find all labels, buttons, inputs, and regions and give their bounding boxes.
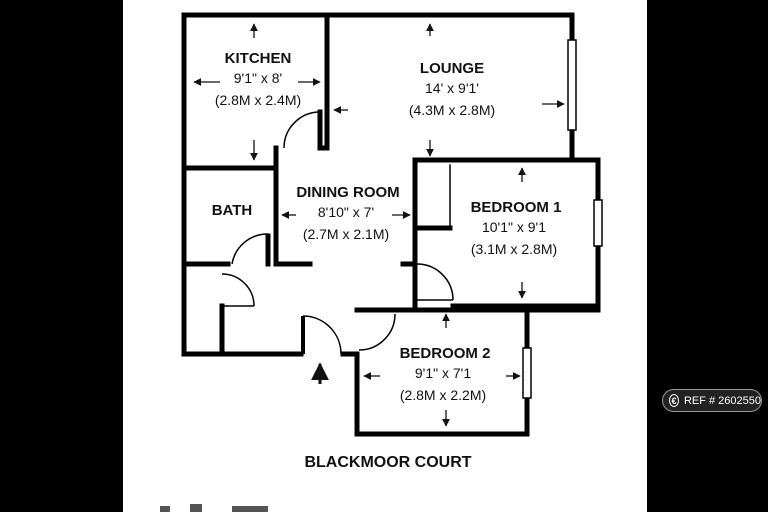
reference-number: REF # 2602550 bbox=[683, 394, 761, 407]
bedroom1-door bbox=[416, 263, 454, 301]
lounge-window bbox=[567, 39, 577, 131]
kitchen-door bbox=[283, 111, 321, 149]
bedroom2-door bbox=[358, 313, 396, 351]
dimension-arrows bbox=[193, 23, 565, 427]
bedroom1-window bbox=[593, 199, 603, 247]
room-lounge: LOUNGE 14' x 9'1' (4.3M x 2.8M) bbox=[409, 60, 495, 118]
room-dining: DINING ROOM 8'10" x 7' (2.7M x 2.1M) bbox=[296, 184, 399, 242]
closet-door bbox=[221, 273, 255, 307]
bath-door bbox=[231, 233, 269, 265]
kitchen-name: KITCHEN bbox=[225, 50, 292, 67]
kitchen-imperial: 9'1" x 8' bbox=[234, 70, 282, 86]
room-bath: BATH bbox=[212, 202, 253, 219]
bedroom1-metric: (3.1M x 2.8M) bbox=[471, 241, 557, 257]
doors bbox=[221, 111, 454, 355]
floorplan-sheet bbox=[123, 0, 647, 512]
reference-badge[interactable]: € REF # 2602550 bbox=[662, 389, 762, 412]
bedroom2-window bbox=[522, 347, 532, 399]
bedroom2-imperial: 9'1" x 7'1 bbox=[415, 365, 471, 381]
windows bbox=[522, 39, 603, 399]
kitchen-metric: (2.8M x 2.4M) bbox=[215, 92, 301, 108]
building-caption: BLACKMOOR COURT bbox=[304, 454, 471, 471]
logo-fragment bbox=[160, 504, 268, 512]
dining-metric: (2.7M x 2.1M) bbox=[303, 226, 389, 242]
entrance-door bbox=[302, 315, 342, 355]
room-bedroom2: BEDROOM 2 9'1" x 7'1 (2.8M x 2.2M) bbox=[400, 345, 491, 403]
bedroom1-name: BEDROOM 1 bbox=[471, 199, 562, 216]
dining-imperial: 8'10" x 7' bbox=[318, 204, 374, 220]
bath-name: BATH bbox=[212, 202, 253, 219]
bedroom2-metric: (2.8M x 2.2M) bbox=[400, 387, 486, 403]
room-bedroom1: BEDROOM 1 10'1" x 9'1 (3.1M x 2.8M) bbox=[471, 199, 562, 257]
bedroom2-name: BEDROOM 2 bbox=[400, 345, 491, 362]
lounge-imperial: 14' x 9'1' bbox=[425, 80, 479, 96]
lounge-metric: (4.3M x 2.8M) bbox=[409, 102, 495, 118]
dining-name: DINING ROOM bbox=[296, 184, 399, 201]
bedroom1-imperial: 10'1" x 9'1 bbox=[482, 219, 546, 235]
room-kitchen: KITCHEN 9'1" x 8' (2.8M x 2.4M) bbox=[215, 50, 301, 108]
lounge-name: LOUNGE bbox=[420, 60, 484, 77]
walls bbox=[181, 12, 601, 437]
currency-icon: € bbox=[669, 394, 679, 407]
